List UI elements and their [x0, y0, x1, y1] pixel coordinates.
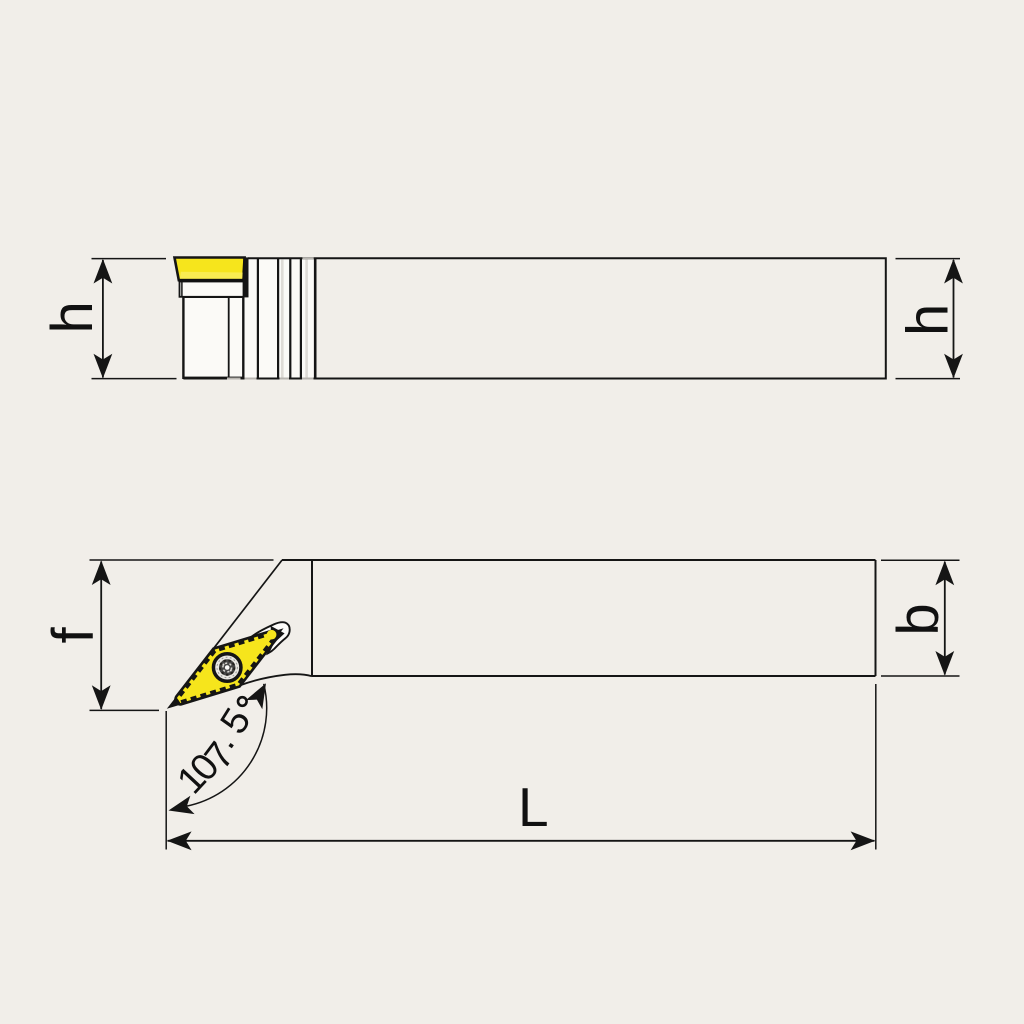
svg-text:L: L	[518, 776, 549, 838]
svg-text:h: h	[40, 301, 105, 333]
svg-text:h: h	[896, 304, 961, 336]
svg-text:f: f	[41, 626, 106, 643]
svg-text:b: b	[886, 603, 951, 635]
